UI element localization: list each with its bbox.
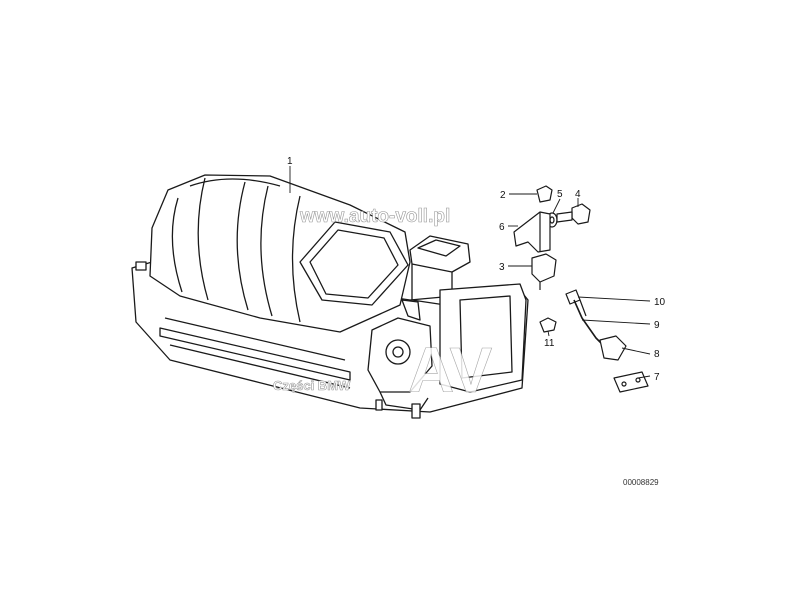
actuator-part-8 [599,335,627,361]
callout-5: 5 [557,189,563,200]
callout-7: 7 [654,372,660,383]
callout-8: 8 [654,349,660,360]
callout-6: 6 [499,222,505,233]
callout-4: 4 [575,189,581,200]
brand-watermark: Części BMW [273,378,351,393]
bolt-part-11 [539,317,557,333]
clip-nut-part-2 [536,185,553,203]
av-logo-watermark: AV [408,334,492,406]
document-number: 00008829 [623,478,659,487]
rod-part-9 [573,299,605,347]
callout-11: 11 [544,338,555,349]
callout-2: 2 [500,190,506,201]
rubber-mount-part-3 [531,253,557,283]
heater-housing-part-1 [131,174,529,419]
sleeve-part-10 [565,289,581,305]
callout-9: 9 [654,320,660,331]
nut-part-4 [571,203,591,225]
small-parts-cluster [513,185,649,393]
url-watermark: www.auto-voll.pl [299,206,450,227]
leader-lines [289,166,651,379]
callout-1: 1 [287,156,293,167]
callout-labels: 1 2 3 4 5 6 7 8 9 10 11 [287,156,666,383]
callout-10: 10 [654,297,666,308]
bracket-part-6 [513,211,551,253]
plate-part-7 [613,371,649,393]
callout-3: 3 [499,262,505,273]
